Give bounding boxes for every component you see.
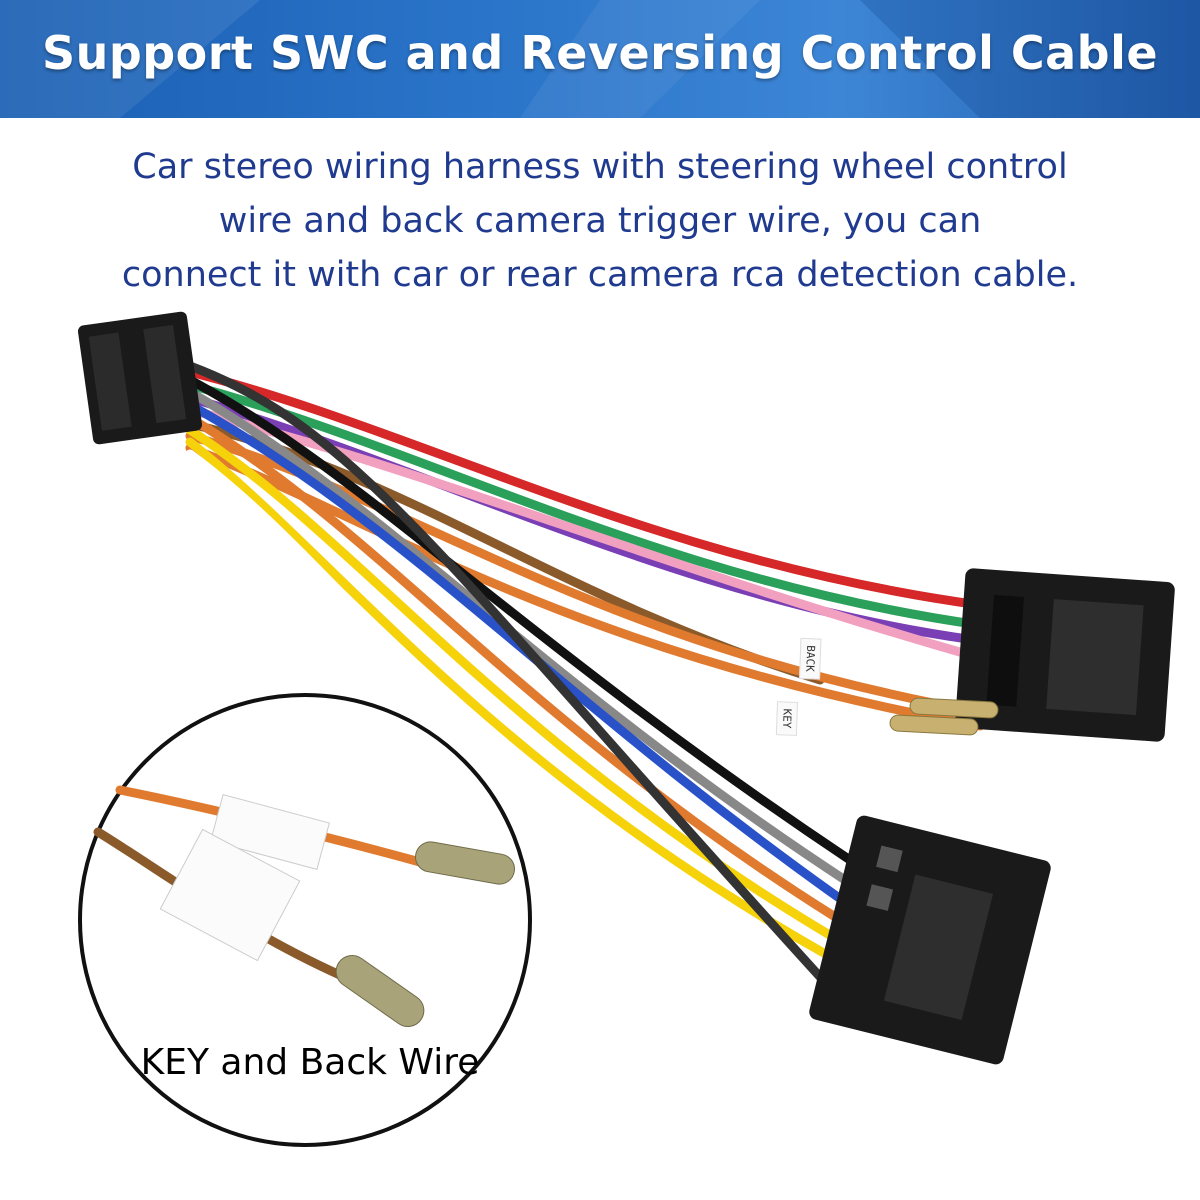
wire-terminals [889,697,999,736]
description-line: Car stereo wiring harness with steering … [132,147,1068,187]
header-banner: Support SWC and Reversing Control Cable [0,0,1200,118]
back-wire-tag: BACK [799,637,822,680]
head-unit-connector [77,311,203,445]
key-wire-tag: KEY [775,701,799,736]
wire-bundle [185,361,985,995]
zoom-caption: KEY and Back Wire [140,1042,480,1083]
vehicle-connector-upper [955,568,1175,742]
product-description: Car stereo wiring harness with steering … [60,140,1140,302]
description-line: connect it with car or rear camera rca d… [121,255,1079,295]
banner-title: Support SWC and Reversing Control Cable [41,26,1159,80]
banner-decoration [0,0,1200,118]
zoom-inset [78,693,532,1147]
vehicle-connector-lower [809,815,1051,1065]
description-line: wire and back camera trigger wire, you c… [218,201,982,241]
